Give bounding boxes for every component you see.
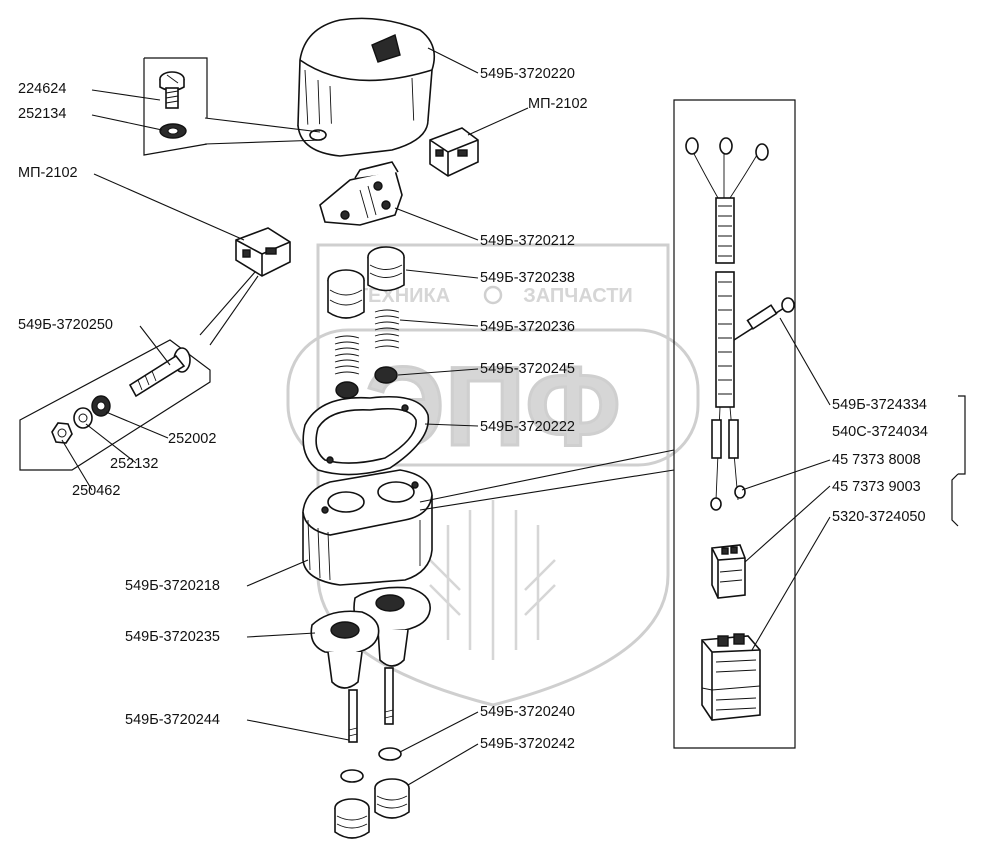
watermark-line-right: ЗАПЧАСТИ (523, 285, 633, 307)
body-549b-3720218 (302, 469, 433, 586)
label-549b-3720240: 549Б-3720240 (480, 704, 575, 720)
label-549b-3720235: 549Б-3720235 (125, 629, 220, 645)
pin-549b-3720244 (348, 667, 394, 743)
microswitch-mp2102-top (429, 127, 479, 177)
nut-250462 (51, 422, 73, 444)
gasket-549b-3720222 (302, 395, 430, 476)
screw-224624 (159, 71, 185, 109)
harness-549b-3724334 (685, 137, 795, 511)
plug-549b-3720242 (334, 778, 410, 839)
label-224624: 224624 (18, 81, 66, 97)
seat-549b-3720245 (335, 366, 398, 399)
group-frame-bolt (19, 339, 211, 471)
washer-549b-3720240 (340, 747, 402, 783)
bolt-549b-3720250 (128, 347, 191, 398)
watermark-line-left: ТЕХНИКА (356, 285, 450, 307)
label-549b-3720218: 549Б-3720218 (125, 578, 220, 594)
housing-549b-3720235 (310, 586, 431, 689)
connector-45-7373-9003 (711, 544, 746, 599)
label-250462: 250462 (72, 483, 120, 499)
leader-lines (61, 47, 831, 786)
label-549b-3720242: 549Б-3720242 (480, 736, 575, 752)
label-252132: 252132 (110, 456, 158, 472)
label-mp2102-right: МП-2102 (528, 96, 588, 112)
microswitch-mp2102-left (235, 227, 291, 277)
group-frame-harness (673, 99, 796, 749)
label-5320-3724050: 5320-3724050 (832, 509, 926, 525)
washer-252132 (73, 407, 93, 429)
label-45-7373-9003: 45 7373 9003 (832, 479, 921, 495)
label-549b-3720238: 549Б-3720238 (480, 270, 575, 286)
label-549b-3720236: 549Б-3720236 (480, 319, 575, 335)
label-540c-3724034: 540С-3724034 (832, 424, 928, 440)
label-549b-3720245: 549Б-3720245 (480, 361, 575, 377)
valve-cap-549b-3720238 (327, 246, 405, 319)
label-252134: 252134 (18, 106, 66, 122)
washer-252134 (159, 123, 187, 139)
cover-549b-3720220 (297, 17, 436, 157)
spring-549b-3720236 (334, 309, 400, 375)
label-549b-3720222: 549Б-3720222 (480, 419, 575, 435)
label-549b-3724334: 549Б-3724334 (832, 397, 927, 413)
label-549b-3720250: 549Б-3720250 (18, 317, 113, 333)
relay-5320-3724050 (701, 633, 761, 721)
bracket-549b-3720212 (319, 161, 403, 226)
label-549b-3720220: 549Б-3720220 (480, 66, 575, 82)
label-bracket (951, 395, 966, 527)
label-252002: 252002 (168, 431, 216, 447)
group-frame-screw (143, 57, 208, 156)
label-549b-3720212: 549Б-3720212 (480, 233, 575, 249)
label-549b-3720244: 549Б-3720244 (125, 712, 220, 728)
label-mp2102-left: МП-2102 (18, 165, 78, 181)
label-45-7373-8008: 45 7373 8008 (832, 452, 921, 468)
washer-252002 (91, 395, 111, 417)
